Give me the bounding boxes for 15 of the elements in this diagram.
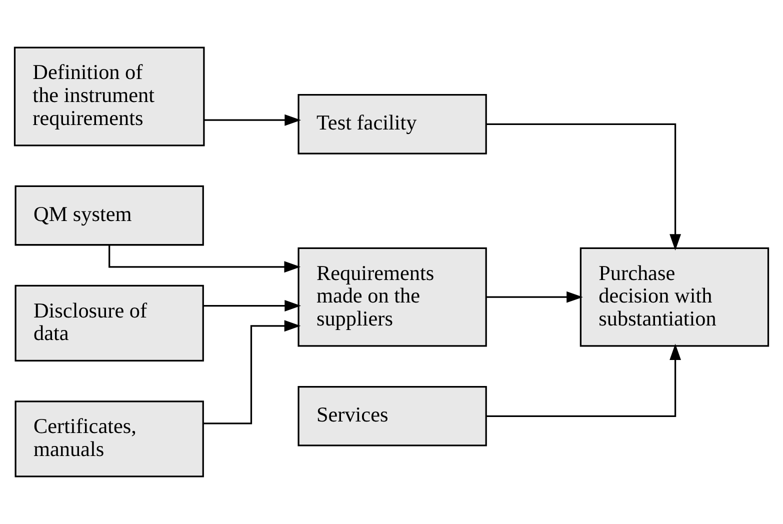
node-box: Test facility [298,94,487,154]
arrow [203,320,301,424]
node-box: Purchase decision with substantiation [580,247,770,347]
arrow [204,300,301,312]
arrow [486,123,681,250]
node-box: Certificates, manuals [14,400,204,478]
arrow [204,114,301,126]
node-box: Definition of the instrument requirements [14,46,205,146]
node-box: Services [298,386,487,446]
node-box: Requirements made on the suppliers [298,247,487,347]
arrow [108,245,301,273]
node-box: QM system [14,185,204,246]
arrow [486,344,681,417]
node-box: Disclosure of data [14,284,204,362]
arrow [486,291,583,303]
